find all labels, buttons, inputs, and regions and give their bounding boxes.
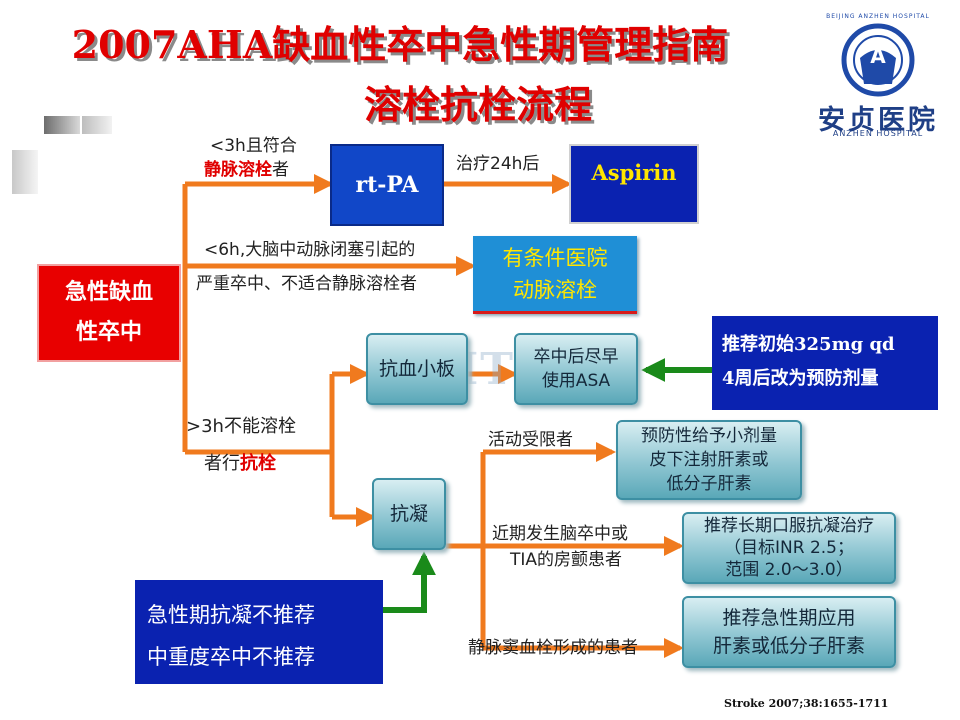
rec2-line2: （目标INR 2.5；: [724, 538, 854, 558]
hospital-emblem-icon: [841, 23, 915, 97]
rec2-line1: 推荐长期口服抗凝治疗: [704, 516, 874, 536]
branch3-prefix: 者行: [204, 453, 240, 474]
sub1-label: 活动受限者: [488, 430, 573, 450]
page-title: 2007AHA缺血性卒中急性期管理指南: [71, 22, 729, 67]
start-line2: 性卒中: [75, 320, 142, 345]
rec3-line1: 推荐急性期应用: [722, 607, 856, 629]
logo-emblem-letter: A: [870, 44, 886, 68]
logo-english-bottom: ANZHEN HOSPITAL: [832, 129, 924, 138]
sub2-label-top: 近期发生脑卒中或: [492, 524, 628, 544]
decor-bar-side: [12, 150, 38, 194]
arterial-line1: 有条件医院: [502, 245, 608, 270]
aspirin-box: Aspirin: [569, 144, 699, 224]
page-subtitle: 溶栓抗栓流程: [363, 82, 592, 127]
branch1-red-text: 静脉溶栓: [204, 160, 272, 180]
dose-line1: 推荐初始325mg qd: [722, 334, 895, 355]
anticoag-box: 抗凝: [372, 478, 446, 550]
citation: Stroke 2007;38:1655-1711: [724, 697, 889, 710]
antiplatelet-box: 抗血小板: [366, 333, 468, 405]
not-recommended-box: 急性期抗凝不推荐 中重度卒中不推荐: [135, 580, 383, 684]
rec1-line3: 低分子肝素: [666, 474, 752, 494]
notrec-line2: 中重度卒中不推荐: [147, 645, 315, 669]
sub2-label-bottom: TIA的房颤患者: [510, 550, 623, 570]
asa-box: 卒中后尽早 使用ASA: [514, 333, 638, 405]
branch1-label-top: <3h且符合: [210, 136, 297, 156]
decor-bar-top: [44, 116, 80, 134]
branch2-label-bottom: 严重卒中、不适合静脉溶栓者: [196, 274, 417, 294]
rec2-box: 推荐长期口服抗凝治疗 （目标INR 2.5； 范围 2.0～3.0）: [682, 512, 896, 584]
after24-label: 治疗24h后: [456, 154, 540, 174]
decor-bar-top-light: [82, 116, 112, 134]
hospital-logo: A BEIJING ANZHEN HOSPITAL 安贞医院 ANZHEN HO…: [808, 12, 948, 140]
rec1-box: 预防性给予小剂量 皮下注射肝素或 低分子肝素: [616, 420, 802, 500]
rtpa-box: rt-PA: [330, 144, 444, 226]
rec3-box: 推荐急性期应用 肝素或低分子肝素: [682, 596, 896, 668]
branch2-label-top: <6h,大脑中动脉闭塞引起的: [204, 240, 416, 260]
notrec-to-anticoag-arrow: [382, 551, 436, 613]
sub3-label: 静脉窦血栓形成的患者: [468, 638, 638, 658]
notrec-line1: 急性期抗凝不推荐: [147, 603, 315, 627]
start-line1: 急性缺血: [64, 280, 153, 305]
rec1-line1: 预防性给予小剂量: [641, 426, 777, 446]
arterial-box: 有条件医院 动脉溶栓: [473, 236, 637, 314]
branch3-label-bottom: 者行抗栓: [204, 454, 276, 474]
start-box: 急性缺血 性卒中: [37, 264, 181, 362]
branch3-red-text: 抗栓: [240, 453, 276, 474]
dose-box: 推荐初始325mg qd 4周后改为预防剂量: [712, 316, 938, 410]
branch1-label-bottom: 静脉溶栓者: [204, 160, 289, 180]
asa-line2: 使用ASA: [541, 371, 611, 391]
logo-chinese-name: 安贞医院: [818, 105, 938, 136]
branch3-label-top: >3h不能溶栓: [186, 416, 296, 437]
rec2-line3: 范围 2.0～3.0）: [725, 560, 853, 580]
dose-line2: 4周后改为预防剂量: [722, 368, 879, 389]
branch1-suffix: 者: [272, 160, 289, 180]
asa-line1: 卒中后尽早: [533, 347, 619, 367]
rec3-line2: 肝素或低分子肝素: [712, 635, 865, 657]
aspirin-label: Aspirin: [591, 160, 677, 185]
rec1-line2: 皮下注射肝素或: [649, 450, 769, 470]
arterial-line2: 动脉溶栓: [513, 277, 597, 302]
logo-english-top: BEIJING ANZHEN HOSPITAL: [826, 13, 930, 20]
